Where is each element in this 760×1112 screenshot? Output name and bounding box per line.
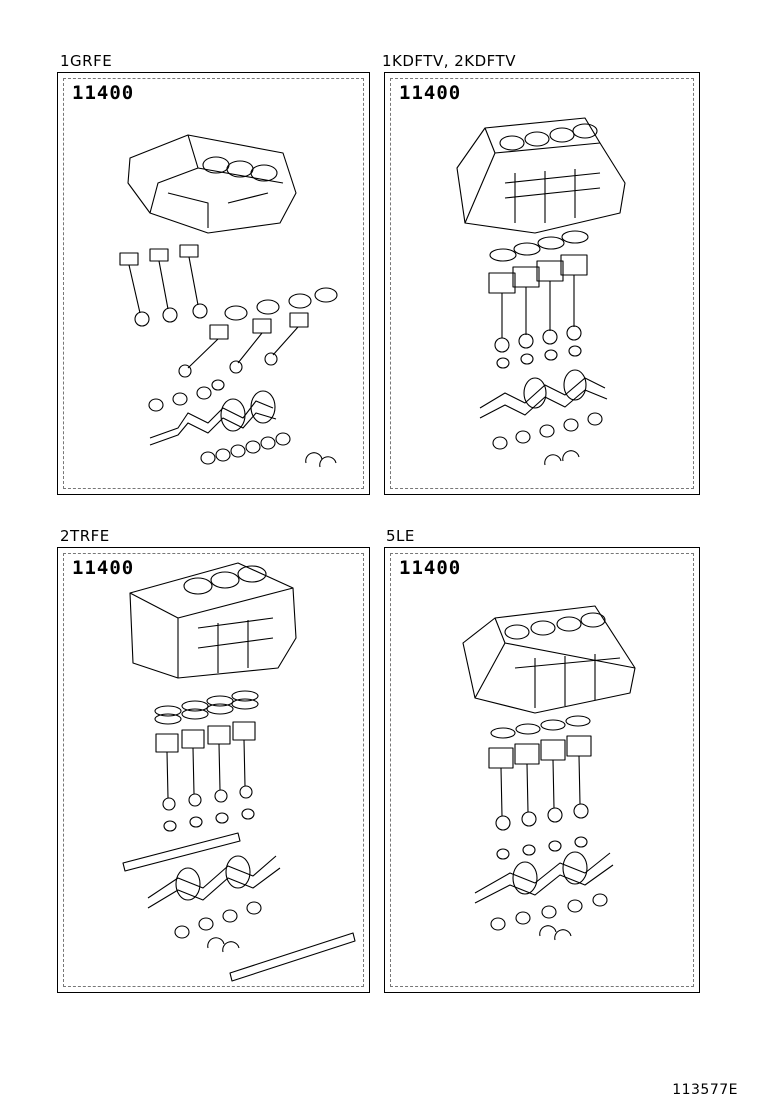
engine-label-1grfe: 1GRFE [60,52,113,70]
engine-label-1kdftv-2kdftv: 1KDFTV, 2KDFTV [382,52,516,70]
short-block-illustration-5le [462,605,636,941]
engine-label-5le: 5LE [386,527,415,545]
short-block-illustration-1grfe [119,134,338,468]
panel-1kdftv-2kdftv: 11400 [384,72,700,495]
panel-5le: 11400 [384,547,700,993]
short-block-illustration-1kdftv-2kdftv [456,117,626,466]
part-code-2trfe[interactable]: 11400 [72,557,135,579]
panel-2trfe: 11400 [57,547,370,993]
engine-label-2trfe: 2TRFE [60,527,110,545]
part-code-5le[interactable]: 11400 [399,557,462,579]
short-block-illustration-2trfe [122,562,356,982]
part-code-1grfe[interactable]: 11400 [72,82,135,104]
part-code-1kdftv-2kdftv[interactable]: 11400 [399,82,462,104]
diagram-id: 113577E [672,1082,738,1098]
panel-1grfe: 11400 [57,72,370,495]
